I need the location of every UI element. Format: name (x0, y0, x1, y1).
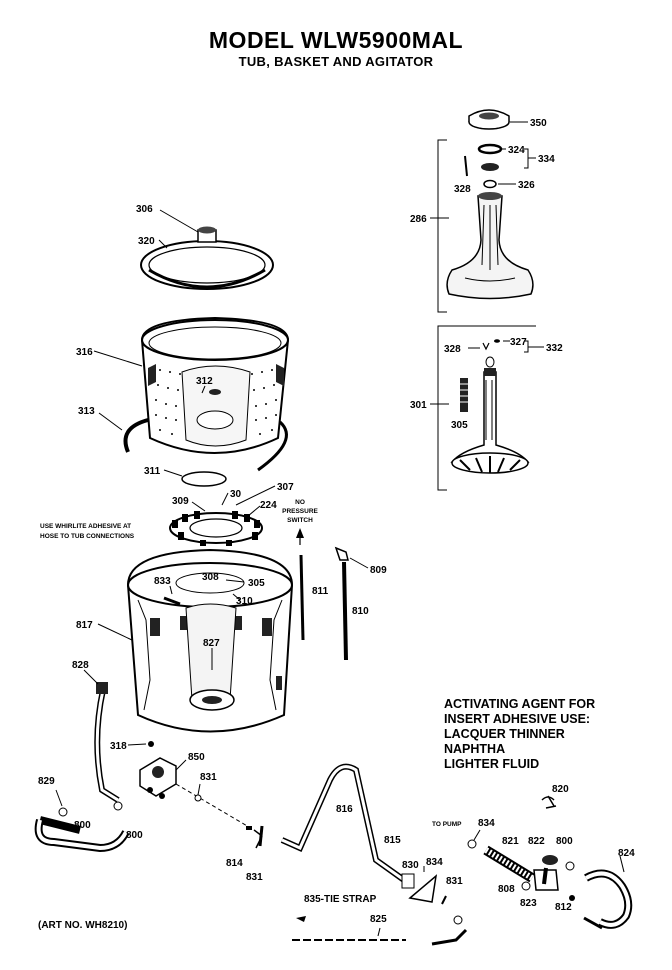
part-label: 812 (555, 902, 572, 913)
part-label: 312 (196, 376, 213, 387)
splash-ring-group (169, 485, 276, 546)
part-label: 850 (188, 752, 205, 763)
right-hoses (467, 795, 633, 930)
center-hoses (246, 763, 447, 905)
note-no-pressure-switch: PRESSURE (282, 508, 318, 515)
note-adhesive: HOSE TO TUB CONNECTIONS (40, 533, 135, 540)
part-label: 311 (144, 466, 161, 477)
vertical-hoses (296, 528, 369, 661)
spin-basket-group (93, 316, 290, 472)
part-label: 821 (502, 836, 519, 847)
part-label: 286 (410, 214, 427, 225)
part-label: 824 (618, 848, 635, 859)
part-label: 829 (38, 776, 55, 787)
note-no-pressure-switch: SWITCH (287, 517, 313, 524)
part-label: 828 (72, 660, 89, 671)
activating-agent-note: LACQUER THINNER (444, 727, 565, 741)
part-label: 306 (136, 204, 153, 215)
part-label: 814 (226, 858, 243, 869)
part-label: 30 (230, 489, 242, 500)
activating-agent-note: ACTIVATING AGENT FOR (444, 697, 595, 711)
part-label: 310 (236, 596, 253, 607)
part-label: 332 (546, 343, 563, 354)
part-label: 833 (154, 576, 171, 587)
part-label: 834 (426, 857, 443, 868)
part-label: 827 (203, 638, 220, 649)
note-adhesive: USE WHIRLITE ADHESIVE AT (40, 523, 131, 530)
gasket-311 (181, 471, 227, 487)
part-label: 800 (126, 830, 143, 841)
part-label: 313 (78, 406, 95, 417)
part-label: 320 (138, 236, 155, 247)
diagram-title: MODEL WLW5900MAL (208, 27, 464, 53)
agitator-upper-group (430, 109, 536, 313)
part-label: 808 (498, 884, 515, 895)
activating-agent-note: INSERT ADHESIVE USE: (444, 712, 590, 726)
part-label: 820 (552, 784, 569, 795)
art-number: (ART NO. WH8210) (38, 920, 127, 931)
part-label: 318 (110, 741, 127, 752)
part-label: 309 (172, 496, 189, 507)
part-label: 810 (352, 606, 369, 617)
part-label: 328 (444, 344, 461, 355)
part-label: 350 (530, 118, 547, 129)
part-label: 224 (260, 500, 277, 511)
tub-cover-group (140, 209, 274, 290)
part-label: 811 (312, 586, 329, 597)
part-label: 800 (556, 836, 573, 847)
diagram-subtitle: TUB, BASKET AND AGITATOR (238, 54, 434, 69)
part-label: 817 (76, 620, 93, 631)
part-label: 825 (370, 914, 387, 925)
pump-group (127, 741, 255, 831)
tub-cover-ring (140, 240, 274, 290)
bottom-strap (292, 915, 468, 946)
part-label: 308 (202, 572, 219, 583)
part-label: 831 (200, 772, 217, 783)
basket-hose-313 (123, 418, 149, 453)
part-label: 816 (336, 804, 353, 815)
agitator-lower-group (430, 325, 544, 491)
bracket-301 (437, 325, 447, 491)
part-label: 305 (451, 420, 468, 431)
part-label: 328 (454, 184, 471, 195)
part-label: 809 (370, 565, 387, 576)
part-label: 831 (246, 872, 263, 883)
drain-hoses-left (34, 669, 130, 853)
bracket-286 (437, 139, 447, 313)
part-label: 316 (76, 347, 93, 358)
outer-tub-group (97, 548, 294, 733)
part-label: 301 (410, 400, 427, 411)
part-label: 830 (402, 860, 419, 871)
part-label: 326 (518, 180, 535, 191)
part-label: 307 (277, 482, 294, 493)
part-label: 334 (538, 154, 555, 165)
part-label: 324 (508, 145, 525, 156)
seal-ring (477, 143, 503, 155)
part-label: 822 (528, 836, 545, 847)
part-label: 327 (510, 337, 527, 348)
part-label: 831 (446, 876, 463, 887)
part-label: 305 (248, 578, 265, 589)
part-label: 815 (384, 835, 401, 846)
activating-agent-note: LIGHTER FLUID (444, 757, 539, 771)
part-label: 800 (74, 820, 91, 831)
note-to-pump: TO PUMP (432, 821, 462, 828)
part-label: 834 (478, 818, 495, 829)
note-no-pressure-switch: NO (295, 499, 305, 506)
activating-agent-note: NAPHTHA (444, 742, 505, 756)
note-tie-strap: 835-TIE STRAP (304, 894, 377, 905)
part-label: 823 (520, 898, 537, 909)
